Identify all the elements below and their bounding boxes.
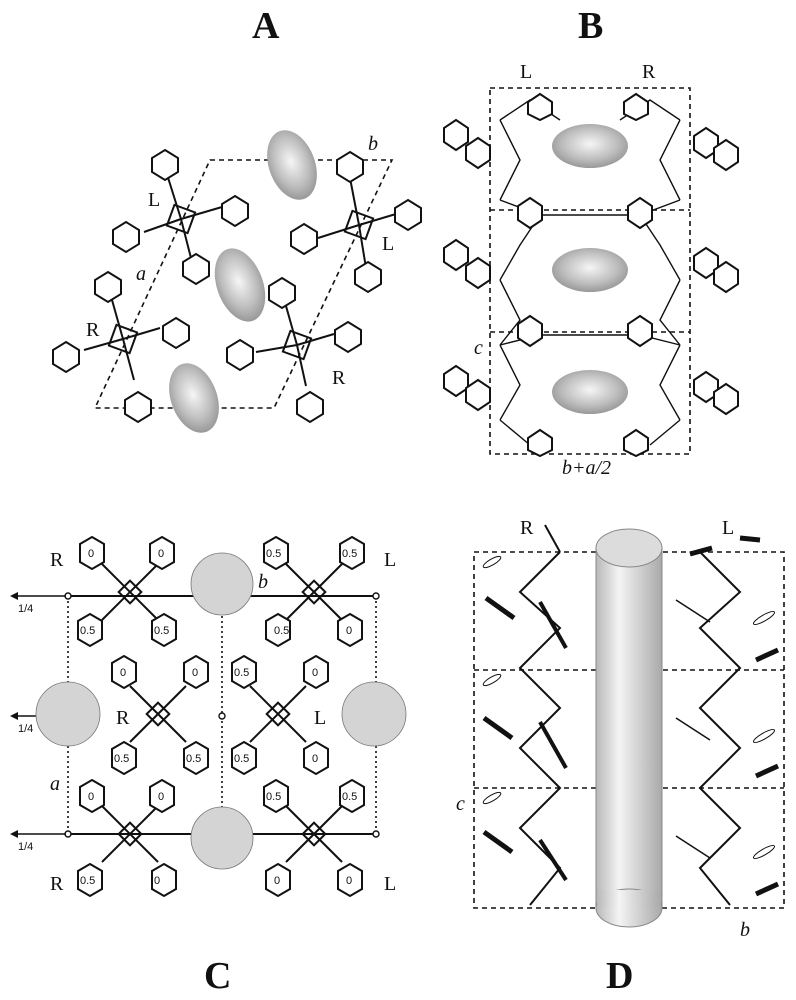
panel-a-pore bbox=[267, 130, 317, 200]
panel-a-molecule-r-left bbox=[52, 270, 190, 424]
panel-c-occupancy: 0 bbox=[158, 791, 164, 803]
panel-c-occupancy: 0.5 bbox=[266, 791, 281, 803]
panel-c-occupancy: 0 bbox=[120, 667, 126, 679]
panel-b-axis-c: c bbox=[474, 337, 483, 359]
panel-a-unit-cell bbox=[93, 159, 394, 409]
panel-c-occupancy: 0.5 bbox=[186, 753, 201, 765]
panel-c-label-l-top: L bbox=[384, 549, 396, 571]
panel-b-letter: B bbox=[578, 5, 603, 47]
panel-c-arrow-label: 1/4 bbox=[18, 723, 33, 735]
panel-c-occupancy: 0.5 bbox=[234, 667, 249, 679]
panel-c-axis-a: a bbox=[50, 773, 60, 795]
panel-c-occupancy: 0.5 bbox=[274, 625, 289, 637]
panel-a-axis-b: b bbox=[368, 133, 378, 155]
panel-d-label-l: L bbox=[722, 517, 734, 539]
panel-c-rings: 0 0 0.5 0.5 0.5 0.5 0.5 0 0 0 0.5 0.5 0.… bbox=[77, 535, 365, 898]
panel-c-occupancy: 0 bbox=[158, 548, 164, 560]
panel-c-label-r-mid: R bbox=[116, 707, 130, 729]
panel-b-pore bbox=[552, 370, 628, 414]
panel-a-axis-a: a bbox=[136, 263, 146, 285]
panel-b-pore bbox=[552, 248, 628, 292]
panel-c-occupancy: 0.5 bbox=[234, 753, 249, 765]
panel-c-occupancy: 0.5 bbox=[154, 625, 169, 637]
panel-c-occupancy: 0 bbox=[154, 875, 160, 887]
panel-c-label-l-bottom: L bbox=[384, 873, 396, 895]
panel-d-channel-cylinder bbox=[595, 528, 663, 928]
panel-c-molecules bbox=[101, 563, 343, 863]
panel-d-chain-left bbox=[518, 551, 562, 906]
panel-d: D R L c b bbox=[456, 517, 785, 997]
panel-c-occupancy: 0 bbox=[346, 625, 352, 637]
panel-a-molecule-l-top bbox=[112, 148, 249, 286]
panel-c-pore bbox=[35, 681, 101, 747]
panel-c-pore bbox=[341, 681, 407, 747]
panel-a-pore bbox=[214, 248, 266, 322]
panel-a-label-l-right: L bbox=[382, 233, 394, 255]
panel-a-letter: A bbox=[252, 5, 280, 47]
panel-d-label-r: R bbox=[520, 517, 534, 539]
panel-c-occupancy: 0.5 bbox=[342, 548, 357, 560]
panel-c-occupancy: 0 bbox=[312, 753, 318, 765]
panel-c-occupancy: 0 bbox=[192, 667, 198, 679]
panel-b-label-l: L bbox=[520, 61, 532, 83]
panel-a-molecule-l-right bbox=[290, 150, 422, 294]
panel-c-occupancy: 0.5 bbox=[266, 548, 281, 560]
panel-a: A b a L L bbox=[52, 5, 422, 433]
panel-d-substituents bbox=[482, 535, 780, 897]
panel-c-occupancy: 0 bbox=[312, 667, 318, 679]
panel-a-molecule-r-right bbox=[226, 276, 362, 424]
panel-d-letter: D bbox=[606, 955, 633, 997]
panel-c-label-r-top: R bbox=[50, 549, 64, 571]
panel-c-letter: C bbox=[204, 955, 231, 997]
panel-c-label-r-bottom: R bbox=[50, 873, 64, 895]
panel-b-pore bbox=[552, 124, 628, 168]
panel-c-arrow-label: 1/4 bbox=[18, 603, 33, 615]
panel-c-arrow-label: 1/4 bbox=[18, 841, 33, 853]
panel-a-label-l-top: L bbox=[148, 189, 160, 211]
panel-d-axis-c: c bbox=[456, 793, 465, 815]
panel-c-axis-b: b bbox=[258, 571, 268, 593]
panel-a-pore bbox=[169, 363, 219, 433]
panel-a-label-r-right: R bbox=[332, 367, 346, 389]
panel-a-label-r-left: R bbox=[86, 319, 100, 341]
panel-c: C b a 1/4 1/4 1/4 bbox=[10, 535, 407, 997]
panel-d-chain-right bbox=[698, 551, 742, 906]
panel-c-pore bbox=[190, 552, 254, 616]
panel-c-arrows: 1/4 1/4 1/4 bbox=[10, 592, 66, 853]
panel-c-occupancy: 0 bbox=[274, 875, 280, 887]
panel-c-occupancy: 0 bbox=[88, 791, 94, 803]
panel-c-occupancy: 0 bbox=[88, 548, 94, 560]
panel-b-axis-bottom: b+a/2 bbox=[562, 457, 611, 479]
panel-b-rings bbox=[443, 92, 739, 458]
panel-b-label-r: R bbox=[642, 61, 656, 83]
panel-c-pore bbox=[190, 806, 254, 870]
panel-c-occupancy: 0 bbox=[346, 875, 352, 887]
panel-c-label-l-mid: L bbox=[314, 707, 326, 729]
panel-b: B L R c b+a/2 bbox=[443, 5, 739, 479]
panel-c-occupancy: 0.5 bbox=[114, 753, 129, 765]
panel-c-occupancy: 0.5 bbox=[342, 791, 357, 803]
panel-d-axis-b: b bbox=[740, 919, 750, 941]
panel-c-occupancy: 0.5 bbox=[80, 875, 95, 887]
panel-c-occupancy: 0.5 bbox=[80, 625, 95, 637]
